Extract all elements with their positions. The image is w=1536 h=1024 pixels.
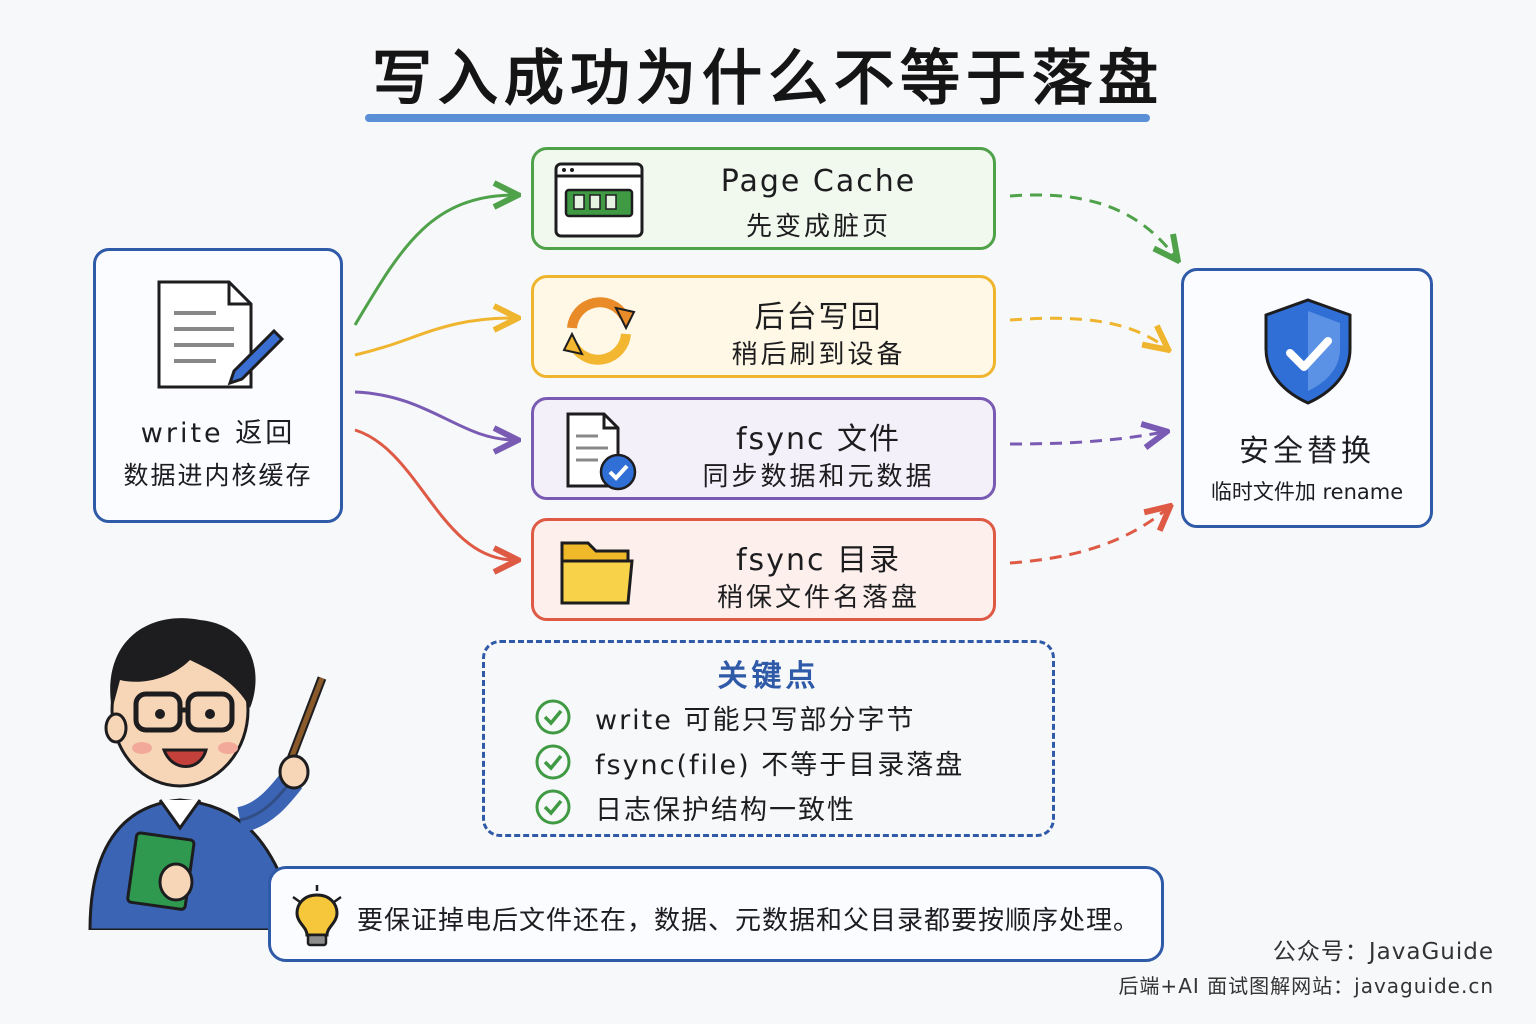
- write-card-subtitle: 数据进内核缓存: [123, 461, 313, 490]
- folder-icon: [560, 541, 634, 605]
- document-pen-icon: [157, 280, 285, 389]
- dashed-arrow-purple: [1009, 432, 1164, 444]
- tip-text: 要保证掉电后文件还在，数据、元数据和父目录都要按顺序处理。: [357, 906, 1141, 936]
- arrow-to-fsync-dir: [354, 428, 515, 560]
- title-underline: [365, 114, 1150, 122]
- arrow-to-writeback: [354, 318, 515, 357]
- footer-site: 后端+AI 面试图解网站：javaguide.cn: [1118, 974, 1494, 998]
- write-card-title: write 返回: [140, 418, 296, 449]
- key-points-box: 关键点 write 可能只写部分字节 fsync(file) 不等于目录落盘 日…: [482, 640, 1055, 837]
- step-subtitle: 稍保文件名落盘: [716, 583, 920, 613]
- key-point-text: fsync(file) 不等于目录落盘: [595, 749, 965, 781]
- step-title: fsync 文件: [736, 422, 901, 457]
- page-title: 写入成功为什么不等于落盘: [372, 44, 1164, 114]
- tip-box: 要保证掉电后文件还在，数据、元数据和父目录都要按顺序处理。: [268, 866, 1164, 962]
- footer-account: 公众号：JavaGuide: [1272, 939, 1494, 965]
- check-circle-icon: [535, 744, 571, 780]
- safe-card-subtitle: 临时文件加 rename: [1210, 480, 1404, 504]
- key-points-title: 关键点: [717, 659, 820, 694]
- dashed-arrow-green: [1009, 193, 1176, 258]
- key-point-item: write 可能只写部分字节: [533, 697, 915, 737]
- safe-card-title: 安全替换: [1239, 434, 1375, 469]
- check-circle-icon: [535, 699, 571, 735]
- ram-chip-icon: [554, 162, 644, 238]
- step-subtitle: 同步数据和元数据: [702, 462, 935, 492]
- sync-arrows-icon: [562, 297, 636, 365]
- arrow-to-fsync-file: [354, 390, 515, 440]
- step-subtitle: 稍后刷到设备: [731, 340, 906, 370]
- lightbulb-icon: [292, 885, 342, 947]
- step-page-cache: Page Cache 先变成脏页: [531, 147, 996, 250]
- check-circle-icon: [535, 789, 571, 825]
- step-title: fsync 目录: [736, 543, 901, 578]
- key-point-text: write 可能只写部分字节: [595, 704, 916, 736]
- teacher-illustration: [88, 618, 327, 930]
- key-point-item: fsync(file) 不等于目录落盘: [533, 742, 964, 782]
- step-subtitle: 先变成脏页: [745, 212, 891, 242]
- key-point-text: 日志保护结构一致性: [595, 794, 856, 826]
- document-check-icon: [566, 412, 637, 491]
- step-fsync-file: fsync 文件 同步数据和元数据: [531, 397, 996, 500]
- step-title: 后台写回: [754, 300, 883, 335]
- arrow-to-page-cache: [353, 195, 515, 326]
- step-fsync-directory: fsync 目录 稍保文件名落盘: [531, 518, 996, 621]
- shield-check-icon: [1264, 298, 1352, 405]
- step-title: Page Cache: [720, 164, 917, 199]
- key-point-item: 日志保护结构一致性: [533, 787, 856, 827]
- write-return-card: write 返回 数据进内核缓存: [93, 248, 343, 523]
- dashed-arrow-red: [1009, 508, 1168, 565]
- step-background-writeback: 后台写回 稍后刷到设备: [531, 275, 996, 378]
- safe-replace-card: 安全替换 临时文件加 rename: [1181, 268, 1433, 528]
- dashed-arrow-yellow: [1009, 316, 1166, 348]
